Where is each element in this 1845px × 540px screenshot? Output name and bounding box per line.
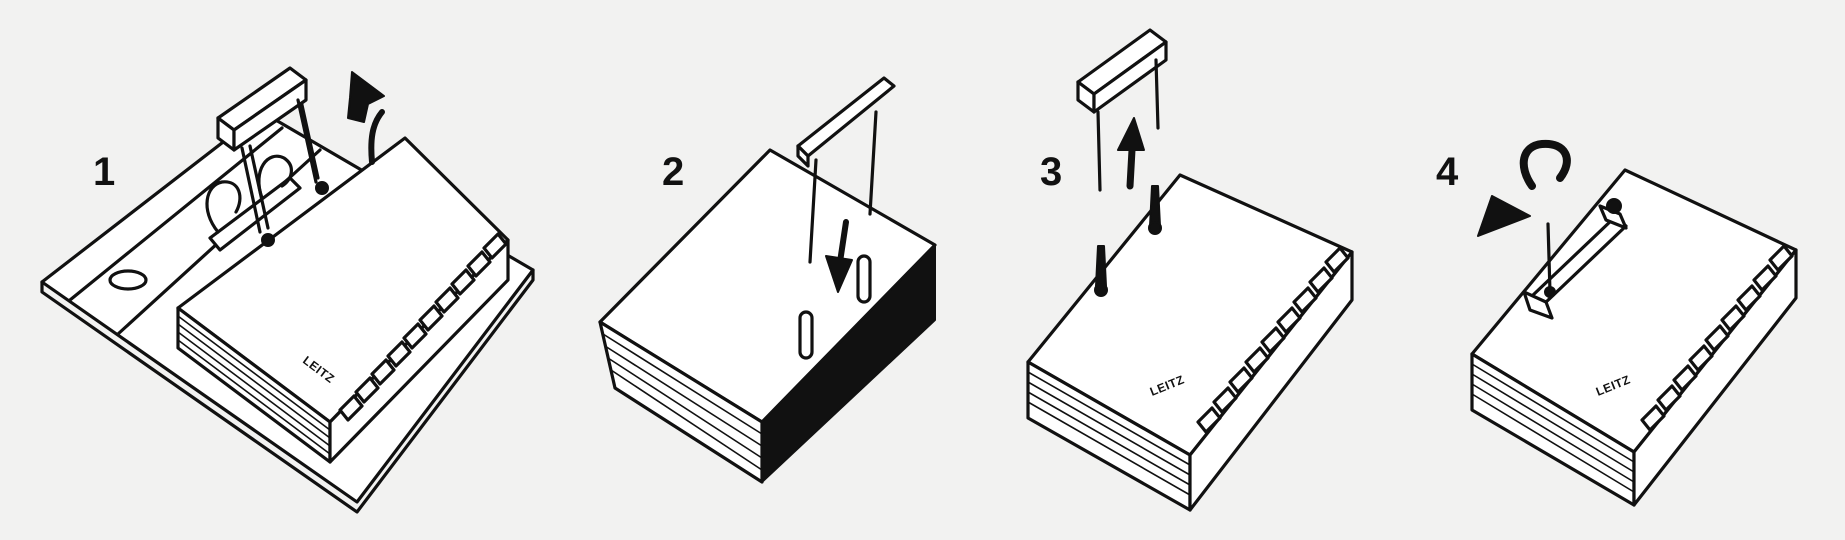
compressor-bar-icon (1522, 198, 1628, 320)
step-4-label: 4 (1436, 150, 1459, 194)
step-1-label: 1 (93, 150, 115, 194)
compressor-bar-icon (1076, 28, 1168, 192)
step-2-label: 2 (662, 150, 684, 194)
index-stack-icon: LEITZ (1026, 173, 1354, 512)
binding-post-icon (798, 254, 872, 360)
index-stack-icon: LEITZ (1470, 168, 1798, 507)
step-3-label: 3 (1040, 150, 1062, 194)
compressor-bar-icon (796, 76, 896, 264)
arrow-down-icon (825, 219, 853, 293)
step-4-panel: 4 LEITZ (1436, 139, 1798, 507)
step-3-panel: 3 LEITZ (1026, 28, 1354, 512)
arrow-up-icon (1117, 117, 1145, 190)
step-2-panel: 2 (598, 76, 937, 484)
step-1-panel: 1 (40, 66, 535, 514)
arrow-up-icon (347, 71, 385, 165)
index-stack-icon: LEITZ (176, 136, 510, 464)
index-stack-icon (598, 148, 937, 484)
binding-post-icon (1094, 185, 1162, 297)
compressor-bar-icon (216, 66, 318, 234)
hook-arrow-icon (1477, 139, 1571, 237)
